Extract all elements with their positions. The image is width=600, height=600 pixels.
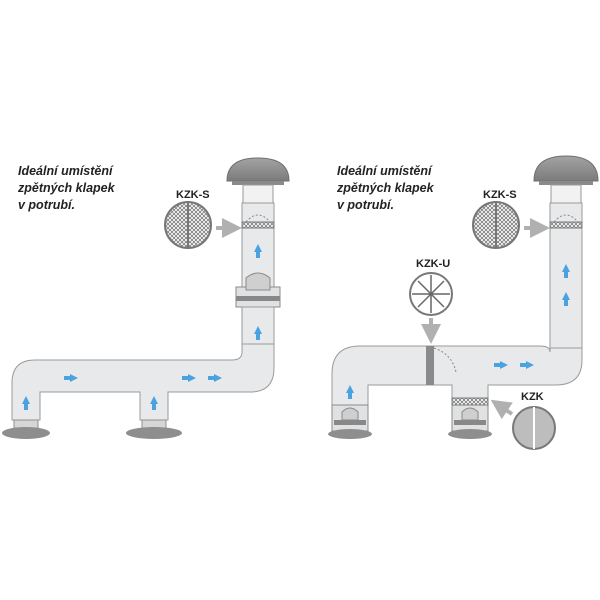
right-flow-arrow-right-2 (520, 361, 534, 369)
left-caption: Ideální umístění zpětných klapek v potru… (18, 163, 115, 214)
left-flow-arrows (22, 244, 262, 410)
right-roof-hood (533, 155, 599, 182)
left-riser-valve-flap (245, 214, 271, 223)
left-outlet-neck-1 (13, 419, 39, 429)
right-flow-arrow-up-3 (346, 385, 354, 399)
right-kzk-s-callout: KZK-S (472, 189, 550, 249)
left-kzk-s-callout: KZK-S (164, 189, 242, 249)
left-flow-arrow-up-1 (254, 244, 262, 258)
left-outlet-neck-2 (141, 419, 167, 429)
right-caption-line-3: v potrubí. (337, 198, 394, 212)
left-flow-arrow-right-3 (208, 374, 222, 382)
left-caption-line-3: v potrubí. (18, 198, 75, 212)
right-hood-neck (550, 184, 582, 204)
left-diffuser-2 (126, 427, 182, 439)
right-fan-2-valve (451, 397, 489, 406)
left-flow-arrow-right-2 (182, 374, 196, 382)
left-flow-arrow-up-3 (22, 396, 30, 410)
kzk-label: KZK (521, 391, 544, 403)
left-flow-arrow-right-1 (64, 374, 78, 382)
left-roof-hood (226, 157, 290, 182)
left-caption-line-1: Ideální umístění (18, 164, 113, 178)
right-flow-arrow-right-1 (494, 361, 508, 369)
kzk-u-blades (412, 275, 450, 313)
right-kzk-s-label: KZK-S (483, 189, 517, 201)
right-flow-arrow-up-2 (562, 292, 570, 306)
right-flow-arrows (346, 264, 570, 399)
left-main-duct (11, 343, 275, 421)
left-flow-arrow-up-2 (254, 326, 262, 340)
right-riser-valve (549, 221, 583, 229)
right-ductwork (328, 155, 599, 439)
right-caption-line-1: Ideální umístění (337, 164, 432, 178)
left-hood-rim (232, 181, 284, 185)
right-flow-arrow-up-1 (562, 264, 570, 278)
kzk-u-callout: KZK-U (409, 258, 453, 344)
right-riser-valve-flap (553, 214, 579, 223)
left-fan-blade (236, 296, 280, 301)
left-caption-line-2: zpětných klapek (18, 181, 115, 195)
right-hood-rim (539, 181, 593, 185)
right-diffuser-2 (448, 429, 492, 439)
right-main-duct (331, 345, 583, 406)
right-caption: Ideální umístění zpětných klapek v potru… (337, 163, 434, 214)
left-fan-motor (245, 272, 271, 291)
right-fan-1-motor (341, 407, 359, 421)
left-kzk-s-label: KZK-S (176, 189, 210, 201)
right-fan-2-motor (461, 407, 479, 421)
right-inline-valve (426, 346, 434, 385)
right-inline-valve-flap (433, 347, 457, 373)
right-fan-2-blade (454, 420, 486, 425)
left-diffuser-1 (2, 427, 50, 439)
kzk-u-label: KZK-U (416, 258, 450, 270)
right-caption-line-2: zpětných klapek (337, 181, 434, 195)
left-ductwork (2, 157, 290, 439)
kzk-callout: KZK (490, 391, 556, 450)
left-hood-neck (242, 184, 274, 204)
right-diffuser-1 (328, 429, 372, 439)
left-riser-valve (241, 221, 275, 229)
kzk-pointer-arrow (490, 399, 514, 420)
left-flow-arrow-up-4 (150, 396, 158, 410)
right-fan-1-blade (334, 420, 366, 425)
